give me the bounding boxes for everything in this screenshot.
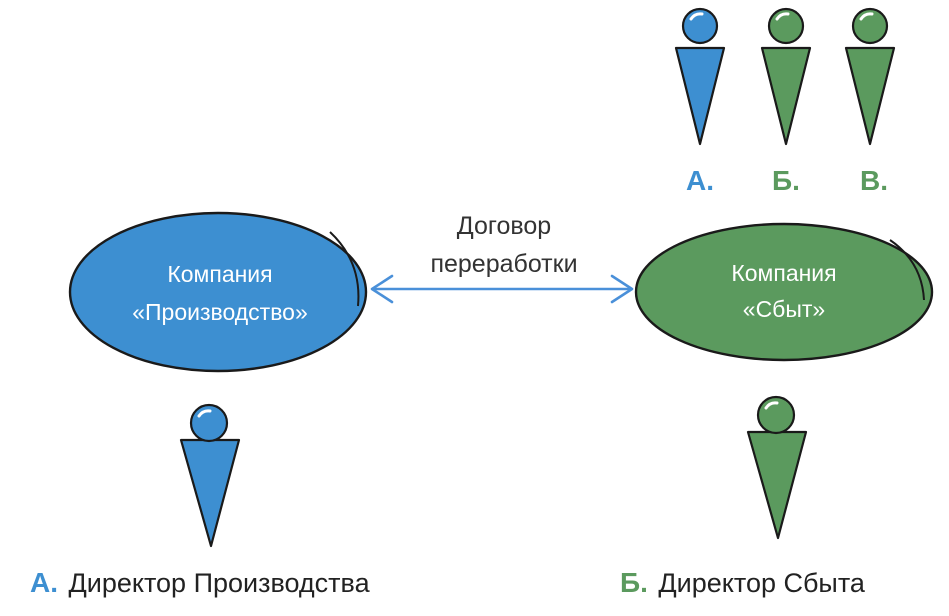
contract-arrow xyxy=(370,274,634,304)
production-director-letter: А. xyxy=(30,567,58,598)
production-company-name-line1: Компания xyxy=(167,261,272,287)
shareholder-figure-c xyxy=(844,7,896,146)
production-director-figure xyxy=(179,403,241,548)
sales-director-figure xyxy=(746,395,808,540)
sales-company-ellipse xyxy=(634,222,934,362)
contract-label-line2: переработки xyxy=(430,250,577,278)
contract-label-line1: Договор xyxy=(457,212,551,240)
production-director-caption: А. Директор Производства xyxy=(30,567,371,598)
sales-company-name-line2: «Сбыт» xyxy=(743,296,825,322)
shareholder-letter-c: В. xyxy=(860,165,888,196)
shareholder-figure-b xyxy=(760,7,812,146)
sales-company-name-line1: Компания xyxy=(731,260,836,286)
sales-director-letter: Б. xyxy=(620,567,648,598)
production-company-name-line2: «Производство» xyxy=(132,299,308,325)
production-director-name: Директор Производства xyxy=(68,568,370,598)
production-company-ellipse xyxy=(68,211,368,373)
sales-director-name: Директор Сбыта xyxy=(658,568,866,598)
sales-director-caption: Б. Директор Сбыта xyxy=(620,567,866,598)
shareholder-figure-a xyxy=(674,7,726,146)
shareholder-letter-b: Б. xyxy=(772,165,800,196)
shareholder-letter-a: А. xyxy=(686,165,714,196)
